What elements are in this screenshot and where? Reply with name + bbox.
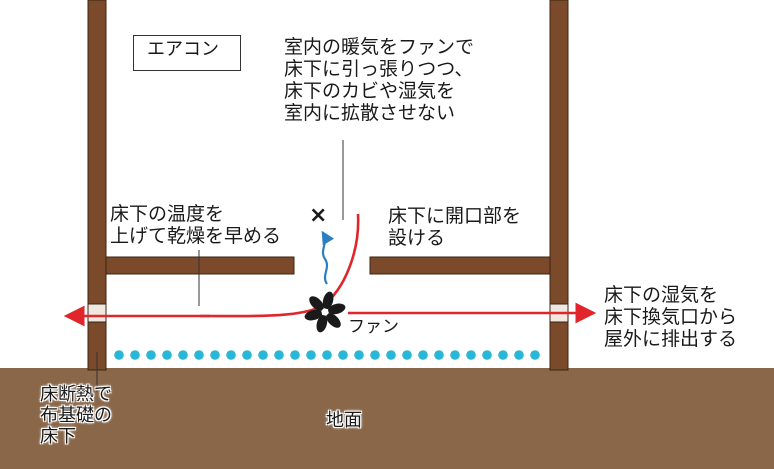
cross-mark-icon: × xyxy=(309,203,328,228)
moisture-dot xyxy=(370,350,380,360)
fan-icon xyxy=(304,291,346,333)
moisture-dot xyxy=(210,350,220,360)
right-wall xyxy=(549,0,569,371)
moisture-dot xyxy=(194,350,204,360)
moisture-dot xyxy=(178,350,188,360)
ground xyxy=(0,368,774,469)
moisture-dot xyxy=(146,350,156,360)
moisture-dot xyxy=(434,350,444,360)
aircon-box xyxy=(133,35,241,71)
fan-note-label: 室内の暖気をファンで 床下に引っ張りつつ、 床下のカビや湿気を 室内に拡散させな… xyxy=(284,36,475,125)
moisture-dot xyxy=(226,350,236,360)
moisture-dot xyxy=(274,350,284,360)
moisture-dot xyxy=(290,350,300,360)
left-vent xyxy=(87,303,107,323)
insulation-label: 床断熱で 布基礎の 床下 xyxy=(40,384,112,447)
moisture-dot xyxy=(242,350,252,360)
moisture-dot xyxy=(498,350,508,360)
moisture-dot xyxy=(530,350,540,360)
aircon-label: エアコン xyxy=(147,39,219,60)
moisture-dot xyxy=(402,350,412,360)
exhaust-label: 床下の湿気を 床下換気口から 屋外に排出する xyxy=(604,284,738,351)
moisture-dot xyxy=(386,350,396,360)
moisture-dot xyxy=(130,350,140,360)
moisture-dot xyxy=(162,350,172,360)
moisture-dot xyxy=(114,350,124,360)
blocked-moisture-arrow xyxy=(321,230,335,285)
floor-right xyxy=(369,256,551,275)
opening-label: 床下に開口部を 設ける xyxy=(388,205,522,250)
moisture-dot xyxy=(322,350,332,360)
fan-label: ファン xyxy=(348,317,399,337)
moisture-dot xyxy=(482,350,492,360)
moisture-dot xyxy=(450,350,460,360)
moisture-dot xyxy=(418,350,428,360)
moisture-dot xyxy=(514,350,524,360)
moisture-dots xyxy=(114,350,540,360)
moisture-dot xyxy=(354,350,364,360)
moisture-dot xyxy=(338,350,348,360)
ground-label: 地面 xyxy=(326,410,362,431)
moisture-dot xyxy=(466,350,476,360)
floor-left xyxy=(105,256,295,275)
warm-floor-label: 床下の温度を 上げて乾燥を早める xyxy=(110,203,282,248)
moisture-dot xyxy=(306,350,316,360)
moisture-dot xyxy=(258,350,268,360)
